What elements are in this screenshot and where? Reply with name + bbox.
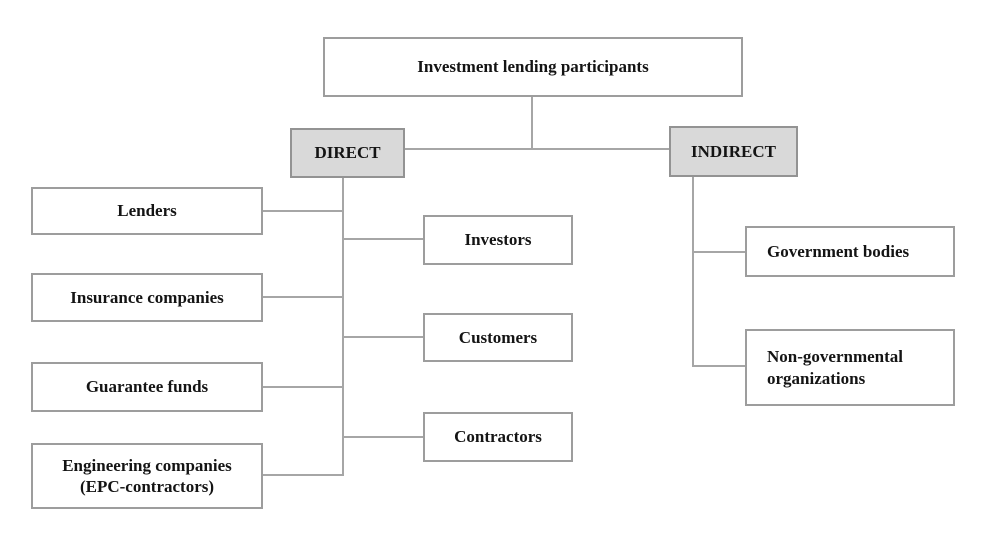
node-branch-direct: DIRECT bbox=[290, 128, 405, 178]
connector-engineering-line bbox=[263, 474, 344, 476]
connector-government-line bbox=[694, 251, 745, 253]
node-government-label: Government bodies bbox=[767, 241, 910, 261]
connector-direct-indirect-line bbox=[404, 148, 670, 150]
connector-investors-line bbox=[344, 238, 423, 240]
node-indirect-label: INDIRECT bbox=[690, 141, 777, 161]
node-contractors: Contractors bbox=[423, 412, 573, 462]
node-lenders: Lenders bbox=[31, 187, 263, 235]
node-branch-indirect: INDIRECT bbox=[669, 126, 798, 177]
connector-indirect-spine-line bbox=[692, 176, 694, 367]
node-root-investment-lending-participants: Investment lending participants bbox=[323, 37, 743, 97]
node-engineering-companies: Engineering companies (EPC-contractors) bbox=[31, 443, 263, 509]
connector-lenders-line bbox=[263, 210, 344, 212]
node-customers-label: Customers bbox=[458, 327, 538, 347]
connector-root-drop-line bbox=[531, 96, 533, 150]
node-insurance-companies: Insurance companies bbox=[31, 273, 263, 322]
node-investors-label: Investors bbox=[464, 230, 532, 250]
node-investors: Investors bbox=[423, 215, 573, 265]
connector-guarantee-line bbox=[263, 386, 344, 388]
node-non-governmental-organizations: Non-governmental organizations bbox=[745, 329, 955, 406]
node-government-bodies: Government bodies bbox=[745, 226, 955, 277]
connector-ngo-line bbox=[694, 365, 745, 367]
node-contractors-label: Contractors bbox=[454, 427, 542, 447]
node-guarantee-label: Guarantee funds bbox=[85, 377, 209, 397]
node-root-label: Investment lending participants bbox=[417, 57, 649, 77]
connector-insurance-line bbox=[263, 296, 344, 298]
node-engineering-label: Engineering companies (EPC-contractors) bbox=[62, 455, 232, 496]
connector-direct-spine-line bbox=[342, 177, 344, 476]
node-customers: Customers bbox=[423, 313, 573, 362]
node-insurance-label: Insurance companies bbox=[70, 287, 224, 307]
connector-contractors-line bbox=[344, 436, 423, 438]
node-ngo-label: Non-governmental organizations bbox=[767, 347, 903, 388]
node-direct-label: DIRECT bbox=[314, 143, 381, 163]
node-lenders-label: Lenders bbox=[117, 201, 177, 221]
connector-customers-line bbox=[344, 336, 423, 338]
node-guarantee-funds: Guarantee funds bbox=[31, 362, 263, 412]
